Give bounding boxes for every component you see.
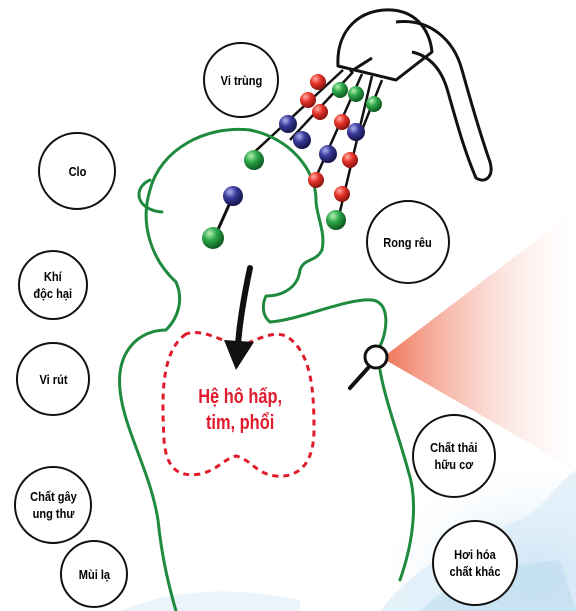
organ-label: Hệ hô hấp, tim, phổi [160, 384, 320, 436]
bubble-label: Khí độc hại [34, 268, 73, 302]
molecule-icon [202, 186, 243, 249]
bubble-label: Vi rút [39, 371, 67, 388]
organ-label-text: Hệ hô hấp, tim, phổi [198, 384, 282, 436]
bubble-label: Hơi hóa chất khác [449, 546, 500, 580]
bubble-label: Chất thải hữu cơ [430, 439, 477, 473]
bubble-chat-thai-huu-co: Chất thải hữu cơ [412, 414, 496, 498]
bubble-rong-reu: Rong rêu [366, 200, 450, 284]
bubble-vi-trung: Vi trùng [203, 42, 279, 118]
bubble-khi-doc-hai: Khí độc hại [18, 250, 88, 320]
bubble-label: Clo [68, 163, 86, 180]
bubble-label: Mùi lạ [78, 566, 109, 583]
bubble-label: Rong rêu [384, 234, 433, 251]
bubble-chat-gay-ung-thu: Chất gây ung thư [14, 466, 92, 544]
bubble-mui-la: Mùi lạ [60, 540, 128, 608]
bubble-label: Chất gây ung thư [30, 488, 77, 522]
arrow-down-icon [224, 268, 254, 370]
bubble-clo: Clo [38, 132, 116, 210]
bubble-label: Vi trùng [220, 72, 262, 89]
bubble-vi-rut: Vi rút [16, 342, 90, 416]
bubble-hoi-hoa-chat-khac: Hơi hóa chất khác [432, 520, 518, 606]
